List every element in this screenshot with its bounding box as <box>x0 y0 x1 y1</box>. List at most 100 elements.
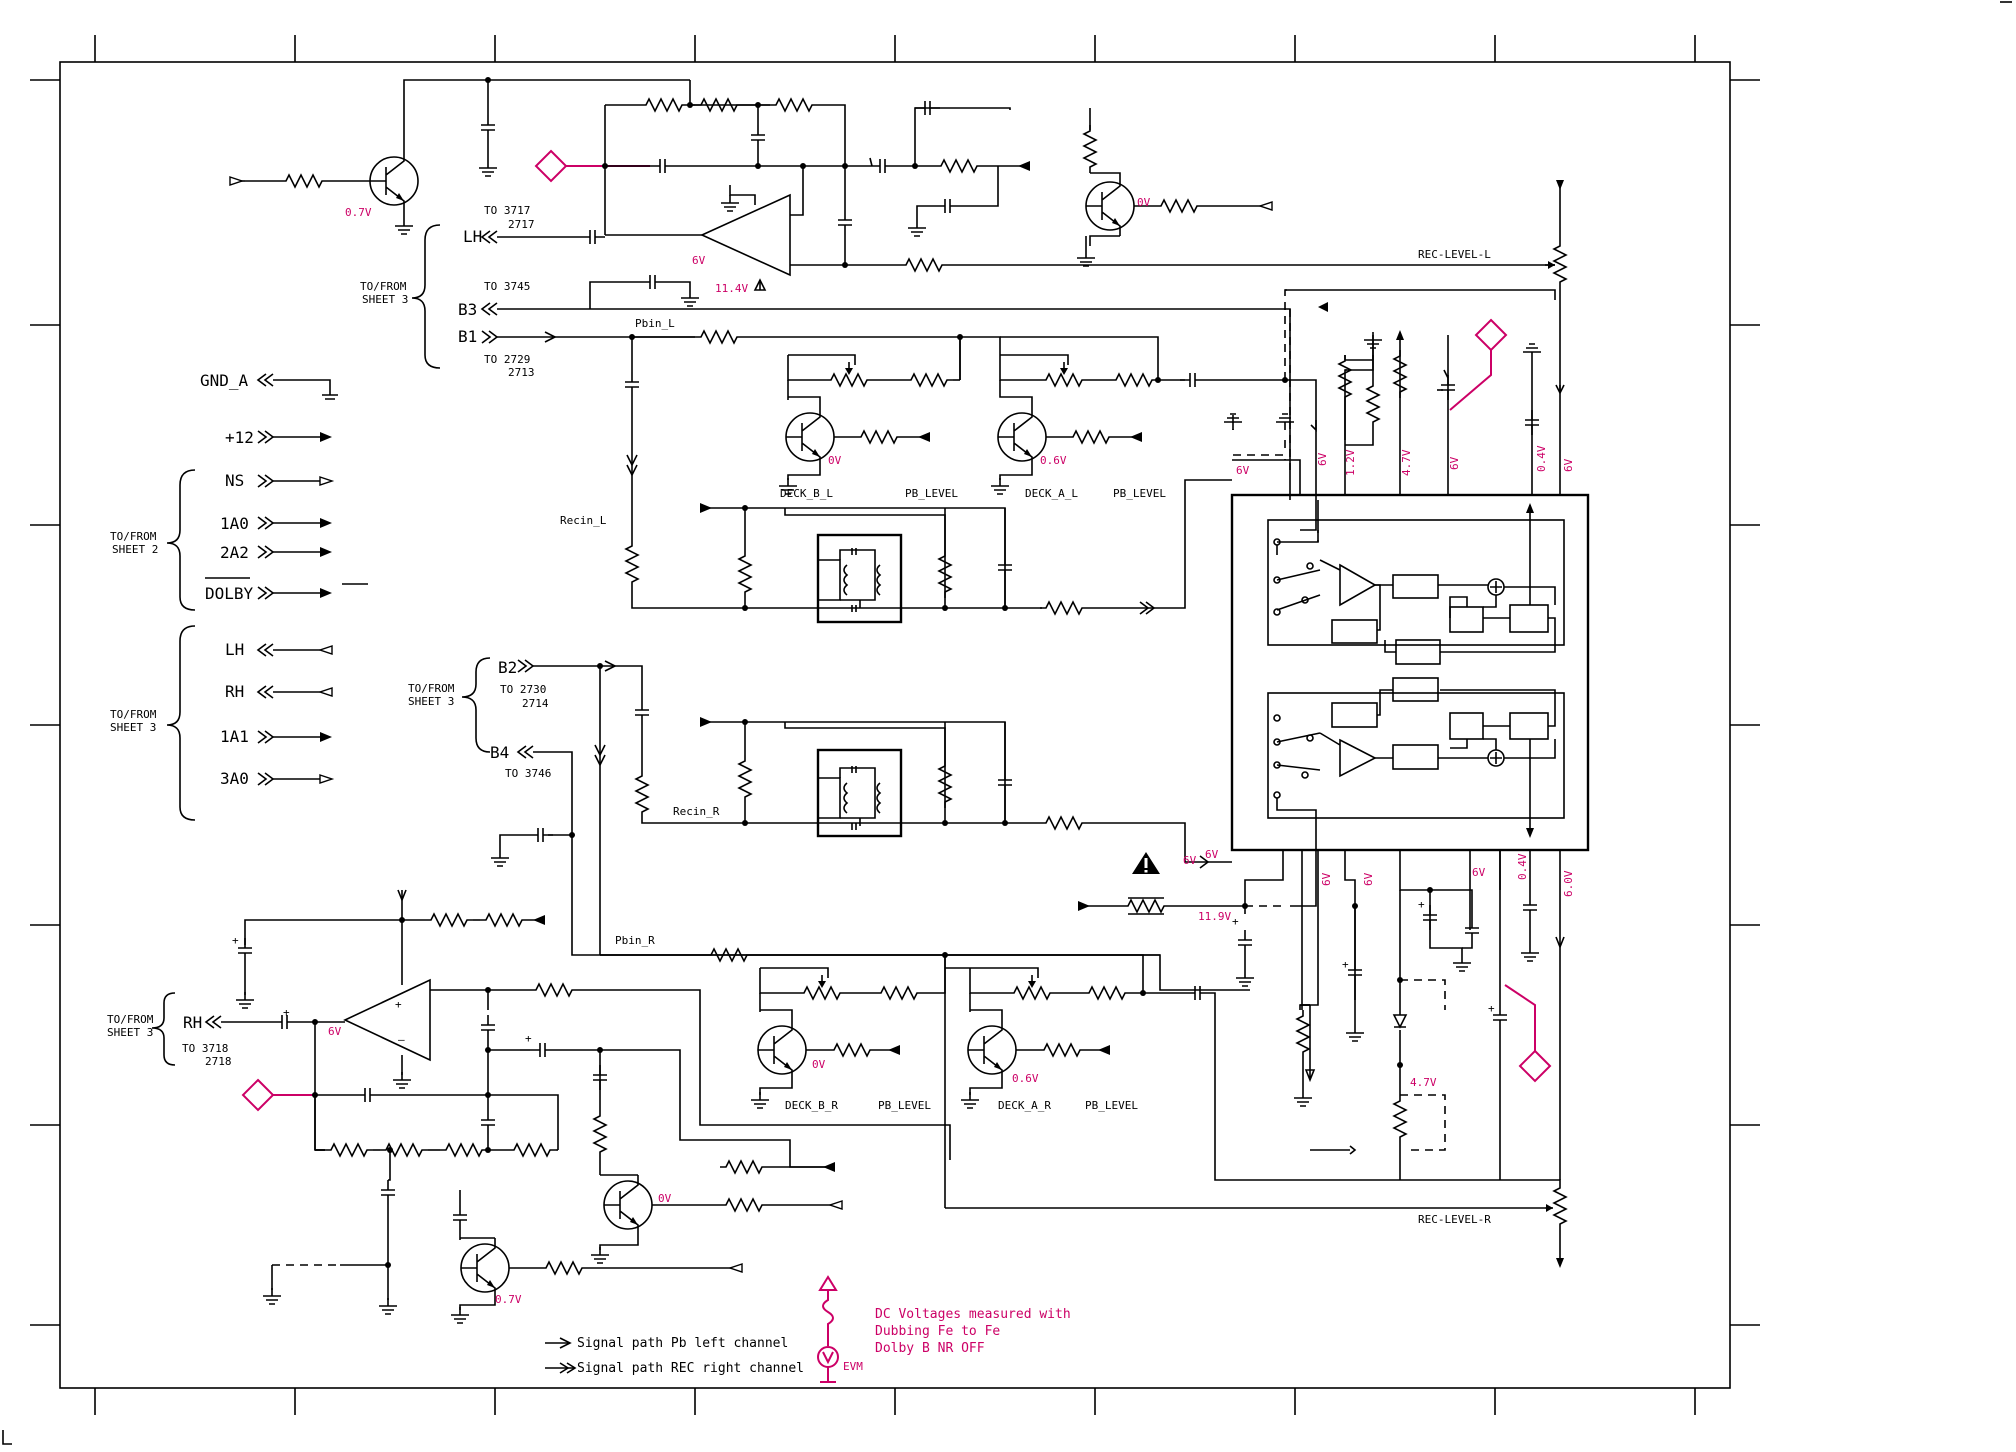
pbin-l-label: Pbin_L <box>635 317 675 330</box>
sheet2-b: SHEET 2 <box>112 543 158 556</box>
pb-right-chain: 0V DECK_B_R PB_LEVEL 0.6V DECK_A_R PB_LE… <box>600 948 1555 1181</box>
v47b: 4.7V <box>1410 1076 1437 1089</box>
v06b: 0.6V <box>1012 1072 1039 1085</box>
v6b: 6V <box>1236 464 1250 477</box>
deck-a-l-label: DECK_A_L <box>1025 487 1078 500</box>
rec-level-r: REC-LEVEL-R <box>944 955 1568 1268</box>
rec-right-filter: 6V <box>700 717 1232 869</box>
recin-l-label: Recin_L <box>560 514 607 527</box>
svg-text:+: + <box>525 1032 532 1045</box>
pbin-r-label: Pbin_R <box>615 934 655 947</box>
rec-level-l-label: REC-LEVEL-L <box>1418 248 1491 261</box>
b2-num: 2714 <box>522 697 549 710</box>
ic-top-pins: 6V 1.2V 4.7V 6V 0.4V 6V <box>1223 300 1575 495</box>
b2-label: B2 <box>498 658 517 677</box>
test-point-icon <box>242 1079 274 1111</box>
sheet3e-b: SHEET 3 <box>107 1026 153 1039</box>
p12-label: +12 <box>225 428 254 447</box>
a22-label: 2A2 <box>220 543 249 562</box>
svg-text:+: + <box>1418 898 1425 911</box>
to-b3: TO 3745 <box>484 280 530 293</box>
recin-r-label: Recin_R <box>673 805 720 818</box>
lh-top-num: 2717 <box>508 218 535 231</box>
rh-mid-label: RH <box>225 682 244 701</box>
b3-label: B3 <box>458 300 477 319</box>
ic-bottom-pins: + 11.9V + + <box>1078 850 1575 1180</box>
b1-label: B1 <box>458 327 477 346</box>
to-b1: TO 2729 <box>484 353 530 366</box>
sheet3c-b: SHEET 3 <box>110 721 156 734</box>
deck-a-r-label: DECK_A_R <box>998 1099 1051 1112</box>
to-b4: TO 3746 <box>505 767 551 780</box>
v47a: 4.7V <box>1400 449 1413 476</box>
legend: Signal path Pb left channel Signal path … <box>545 1336 804 1376</box>
rh-bot-label: RH <box>183 1013 202 1032</box>
pb-level-1: PB_LEVEL <box>905 487 958 500</box>
v12: 1.2V <box>1344 449 1357 476</box>
lh-mid-label: LH <box>225 640 244 659</box>
sheet3e-a: TO/FROM <box>107 1013 154 1026</box>
warning-icon <box>1132 852 1160 874</box>
svg-text:+: + <box>1488 1002 1495 1015</box>
v114b: 11.9V <box>1198 910 1231 923</box>
v114a: 11.4V <box>715 282 748 295</box>
v6i: 6V <box>1362 872 1375 886</box>
v6a: 6V <box>692 254 706 267</box>
test-point-icon <box>1475 319 1507 351</box>
top-input-stage <box>229 77 690 235</box>
legend-rec-right: Signal path REC right channel <box>577 1361 804 1376</box>
pb-level-3: PB_LEVEL <box>878 1099 931 1112</box>
svg-text:+: + <box>283 1006 290 1019</box>
note-line2: Dubbing Fe to Fe <box>875 1324 1000 1339</box>
v6h: 6V <box>1320 872 1333 886</box>
sheet3d-a: TO/FROM <box>408 682 455 695</box>
v6e: 6V <box>1562 458 1575 472</box>
right-channel-inputs: B2 TO 2730 2714 TO/FROM SHEET 3 B4 TO 37… <box>408 657 1250 991</box>
v0b: 0V <box>828 454 842 467</box>
svg-text:+: + <box>1342 958 1349 971</box>
svg-text:+: + <box>232 934 239 947</box>
lh-top-label: LH <box>463 227 482 246</box>
bottom-opamp-stage: + + – RH + 6V TO 3718 2718 TO/FROM SHEET… <box>107 889 951 1324</box>
v6c: 6V <box>1316 452 1329 466</box>
v06a: 0.6V <box>1040 454 1067 467</box>
a30-label: 3A0 <box>220 769 249 788</box>
to-rh-bot: TO 3718 <box>182 1042 228 1055</box>
sheet3c-a: TO/FROM <box>110 708 157 721</box>
plus-mark-1: + <box>1232 915 1239 928</box>
rec-level-r-label: REC-LEVEL-R <box>1418 1213 1491 1226</box>
v07b: 0.7V <box>495 1293 522 1306</box>
legend-pb-left: Signal path Pb left channel <box>577 1336 788 1351</box>
test-point-icon <box>535 150 567 182</box>
sheet3-top-b: SHEET 3 <box>362 293 408 306</box>
deck-b-l-label: DECK_B_L <box>780 487 833 500</box>
sheet3d-b: SHEET 3 <box>408 695 454 708</box>
to-lh-top: TO 3717 <box>484 204 530 217</box>
sheet2-a: TO/FROM <box>110 530 157 543</box>
v6g: 6V <box>1183 854 1197 867</box>
connector-group-top: LH TO 3717 2717 TO/FROM SHEET 3 B3 TO 37… <box>360 204 1291 500</box>
v04a: 0.4V <box>1535 445 1548 472</box>
test-point-icon <box>1519 1050 1551 1082</box>
gnd-a-label: GND_A <box>200 371 249 390</box>
left-signal-list: GND_A +12 NS TO/FROM SHEET 2 1A0 2A2 DOL… <box>110 371 368 821</box>
dolby-ic <box>1230 430 1590 852</box>
voltmeter-icon <box>817 1346 839 1368</box>
top-opamp-stage <box>535 80 1555 291</box>
rh-bot-num: 2718 <box>205 1055 232 1068</box>
a11-label: 1A1 <box>220 727 249 746</box>
deck-b-r-label: DECK_B_R <box>785 1099 838 1112</box>
to-b2: TO 2730 <box>500 683 546 696</box>
v0c: 0V <box>812 1058 826 1071</box>
v60: 6.0V <box>1562 870 1575 897</box>
note-line3: Dolby B NR OFF <box>875 1341 985 1356</box>
pb-level-4: PB_LEVEL <box>1085 1099 1138 1112</box>
v6f: 6V <box>1205 848 1219 861</box>
note-line1: DC Voltages measured with <box>875 1307 1071 1322</box>
pb-level-2: PB_LEVEL <box>1113 487 1166 500</box>
rec-level-l: REC-LEVEL-L <box>1418 180 1568 300</box>
v6d: 6V <box>1448 456 1461 470</box>
evm-note: EVM DC Voltages measured with Dubbing Fe… <box>817 1275 1071 1383</box>
